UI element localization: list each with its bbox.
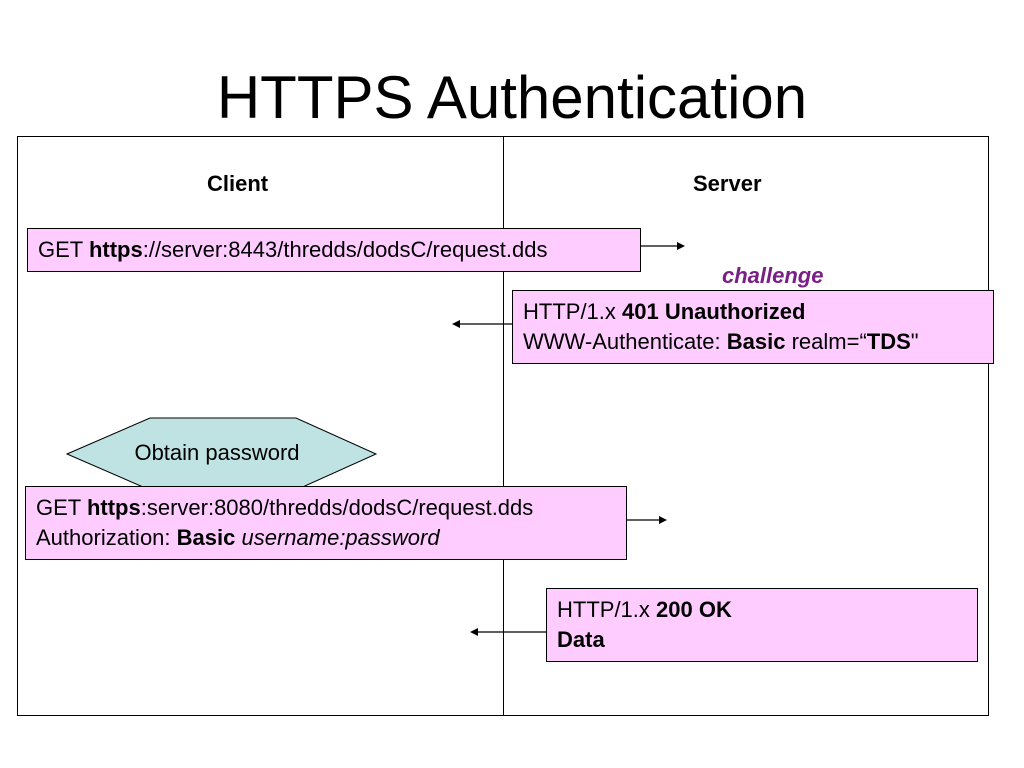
auth-type: Basic: [726, 329, 786, 354]
arrow-to-server-2: [627, 516, 667, 524]
realm-close-quote: ": [910, 329, 919, 354]
http-version: HTTP/1.x: [523, 299, 623, 324]
arrow-to-server-1: [641, 242, 685, 250]
authorization-line: Authorization: Basic username:password: [36, 523, 616, 553]
response-200-status-line: HTTP/1.x 200 OK: [557, 595, 967, 625]
request-message-1: GET https://server:8443/thredds/dodsC/re…: [27, 228, 641, 272]
www-authenticate-line: WWW-Authenticate: Basic realm=“TDS": [523, 327, 983, 357]
response-data: Data: [557, 627, 605, 652]
credentials: username:password: [241, 525, 440, 550]
request-scheme: https: [88, 237, 143, 262]
authorization-header-name: Authorization:: [36, 525, 177, 550]
client-column-header: Client: [207, 171, 269, 196]
arrow-to-client-2: [470, 628, 546, 636]
obtain-password-label: Obtain password: [134, 440, 300, 465]
server-column-header: Server: [693, 171, 762, 196]
realm-value: TDS: [866, 329, 911, 354]
response-401-message: HTTP/1.x 401 Unauthorized WWW-Authentica…: [512, 290, 994, 364]
header-name: WWW-Authenticate:: [523, 329, 727, 354]
auth-type-2: Basic: [176, 525, 236, 550]
request-url: ://server:8443/thredds/dodsC/request.dds: [142, 237, 548, 262]
request-line-2: GET https:server:8080/thredds/dodsC/requ…: [36, 493, 616, 523]
status-401: 401 Unauthorized: [622, 299, 806, 324]
response-200-message: HTTP/1.x 200 OK Data: [546, 588, 978, 662]
request-scheme-2: https: [86, 495, 141, 520]
response-data-line: Data: [557, 625, 967, 655]
response-401-status-line: HTTP/1.x 401 Unauthorized: [523, 297, 983, 327]
challenge-label: challenge: [722, 263, 824, 288]
request-method-2: GET: [36, 495, 87, 520]
client-server-divider: [503, 136, 504, 716]
request-message-2: GET https:server:8080/thredds/dodsC/requ…: [25, 486, 627, 560]
status-200: 200 OK: [656, 597, 732, 622]
request-method: GET: [38, 237, 89, 262]
arrow-to-client-1: [452, 320, 512, 328]
slide-title: HTTPS Authentication: [216, 64, 808, 131]
request-url-2: :server:8080/thredds/dodsC/request.dds: [140, 495, 534, 520]
http-version-2: HTTP/1.x: [557, 597, 657, 622]
realm-label: realm=“: [785, 329, 867, 354]
